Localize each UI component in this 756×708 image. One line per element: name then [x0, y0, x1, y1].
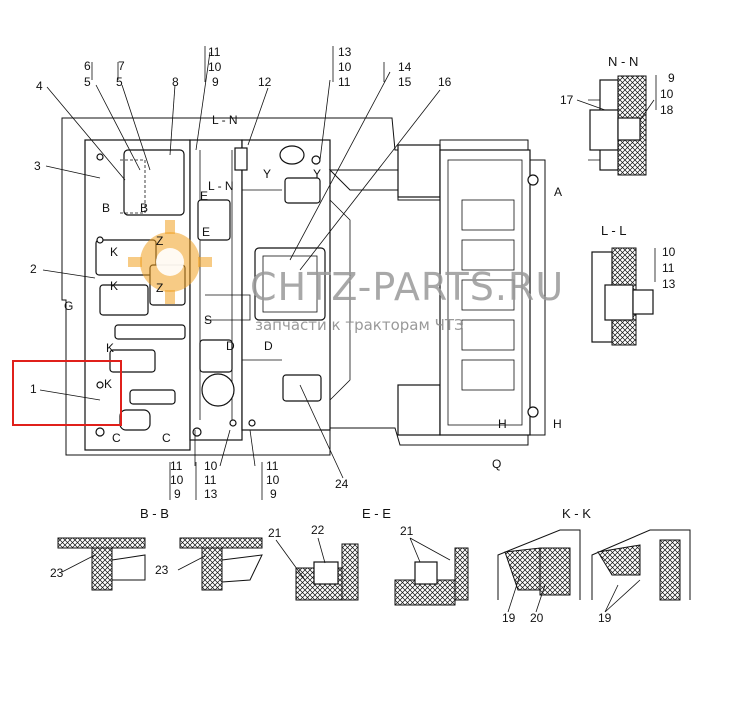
view-mark-k2: K — [110, 279, 118, 293]
callout-15: 15 — [398, 75, 412, 89]
section-n-n — [588, 75, 647, 176]
callout-11b: 11 — [338, 75, 351, 89]
view-mark-ln-top: L - N — [212, 113, 238, 127]
gear-icon — [128, 220, 212, 304]
view-mark-ln-mid: L - N — [208, 179, 234, 193]
callout-nn18: 18 — [660, 103, 674, 117]
view-mark-z2: Z — [156, 281, 163, 295]
detail-leaders — [61, 99, 655, 613]
callout-10b: 10 — [338, 60, 352, 74]
callout-d21a: 21 — [268, 526, 282, 540]
highlight-box — [12, 360, 122, 426]
watermark-tagline: запчасти к тракторам ЧТЗ — [255, 316, 464, 334]
view-mark-e1: E — [200, 189, 208, 203]
view-mark-k4: K — [104, 377, 112, 391]
view-mark-a: A — [554, 185, 562, 199]
leader-lines — [39, 51, 441, 479]
view-mark-s: S — [204, 313, 212, 327]
callout-d19b: 19 — [598, 611, 612, 625]
callout-nn17: 17 — [560, 93, 574, 107]
callout-b10c: 10 — [266, 473, 280, 487]
callout-16: 16 — [438, 75, 452, 89]
section-e-e — [295, 543, 469, 606]
view-mark-q: Q — [492, 457, 501, 471]
view-mark-k1: K — [110, 245, 118, 259]
callout-nn10: 10 — [660, 87, 674, 101]
callout-5a: 5 — [84, 75, 91, 89]
view-mark-h2: H — [553, 417, 562, 431]
callout-8: 8 — [172, 75, 179, 89]
brackets — [91, 46, 657, 500]
view-mark-d1: D — [226, 339, 235, 353]
view-mark-g: G — [64, 299, 73, 313]
callout-10a: 10 — [208, 60, 222, 74]
callout-nn9: 9 — [668, 71, 675, 85]
callout-b11a: 11 — [170, 459, 183, 473]
view-mark-z1: Z — [156, 234, 163, 248]
section-title-k-k: K - K — [562, 506, 591, 521]
callout-11a: 11 — [208, 45, 221, 59]
callout-7: 7 — [118, 59, 125, 73]
watermark-brand: CHTZ-PARTS.RU — [250, 265, 564, 309]
callout-b11b: 11 — [204, 473, 217, 487]
view-mark-y1: Y — [263, 167, 271, 181]
view-mark-c2: C — [162, 431, 171, 445]
callout-2: 2 — [30, 262, 37, 276]
view-mark-e2: E — [202, 225, 210, 239]
callout-ll13: 13 — [662, 277, 676, 291]
callout-5b: 5 — [116, 75, 123, 89]
callout-d19a: 19 — [502, 611, 516, 625]
view-mark-c1: C — [112, 431, 121, 445]
callout-3: 3 — [34, 159, 41, 173]
view-mark-b2: B — [140, 201, 148, 215]
callout-24: 24 — [335, 477, 349, 491]
callout-d23b: 23 — [155, 563, 169, 577]
view-mark-y2: Y — [313, 167, 321, 181]
view-mark-h1: H — [498, 417, 507, 431]
section-b-b — [57, 537, 263, 591]
callout-12: 12 — [258, 75, 272, 89]
callout-d23a: 23 — [50, 566, 64, 580]
lower-right-box — [397, 384, 441, 436]
callout-ll10: 10 — [662, 245, 676, 259]
section-k-k — [497, 529, 691, 601]
callout-ll11: 11 — [662, 261, 675, 275]
watermark: CHTZ-PARTS.RU запчасти к тракторам ЧТЗ — [128, 220, 564, 334]
section-l-l — [591, 247, 654, 346]
view-mark-b1: B — [102, 201, 110, 215]
callout-b9c: 9 — [270, 487, 277, 501]
callout-b9a: 9 — [174, 487, 181, 501]
callout-4: 4 — [36, 79, 43, 93]
callout-9a: 9 — [212, 75, 219, 89]
section-title-l-l: L - L — [601, 223, 627, 238]
callout-13a: 13 — [338, 45, 352, 59]
callout-d22: 22 — [311, 523, 325, 537]
view-mark-d2: D — [264, 339, 273, 353]
section-title-n-n: N - N — [608, 54, 638, 69]
view-mark-k3: K — [106, 341, 114, 355]
upper-right-box — [397, 144, 441, 198]
callout-b11c: 11 — [266, 459, 279, 473]
callout-1: 1 — [30, 382, 37, 396]
callout-b10b: 10 — [204, 459, 218, 473]
callout-b13: 13 — [204, 487, 218, 501]
callout-b10a: 10 — [170, 473, 184, 487]
section-title-b-b: B - B — [140, 506, 169, 521]
callout-6: 6 — [84, 59, 91, 73]
callout-14: 14 — [398, 60, 412, 74]
callout-d20: 20 — [530, 611, 544, 625]
callout-d21b: 21 — [400, 524, 414, 538]
rear-frame — [439, 149, 531, 436]
section-title-e-e: E - E — [362, 506, 391, 521]
